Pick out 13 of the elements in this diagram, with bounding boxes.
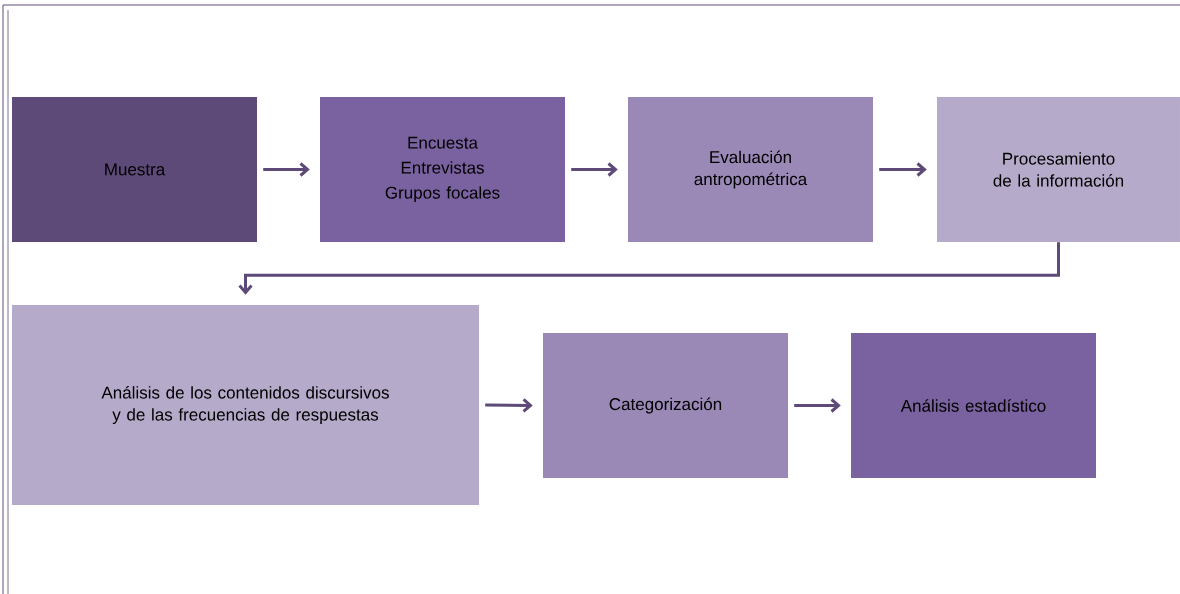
process-box: Análisis de los contenidos discursivos y de las frecuencias de respuestas	[12, 305, 479, 505]
arrow	[794, 398, 841, 413]
process-box: Análisis estadístico	[851, 333, 1096, 478]
process-box: Categorización	[543, 333, 788, 478]
arrow	[485, 398, 533, 413]
process-box: Evaluación antropométrica	[628, 97, 873, 242]
arrow	[238, 242, 1060, 295]
arrow	[879, 162, 927, 177]
arrow	[571, 162, 618, 177]
process-box: Procesamiento de la información	[937, 97, 1180, 242]
process-box: Muestra	[12, 97, 257, 242]
arrow	[263, 162, 310, 177]
process-box: Encuesta Entrevistas Grupos focales	[320, 97, 565, 242]
